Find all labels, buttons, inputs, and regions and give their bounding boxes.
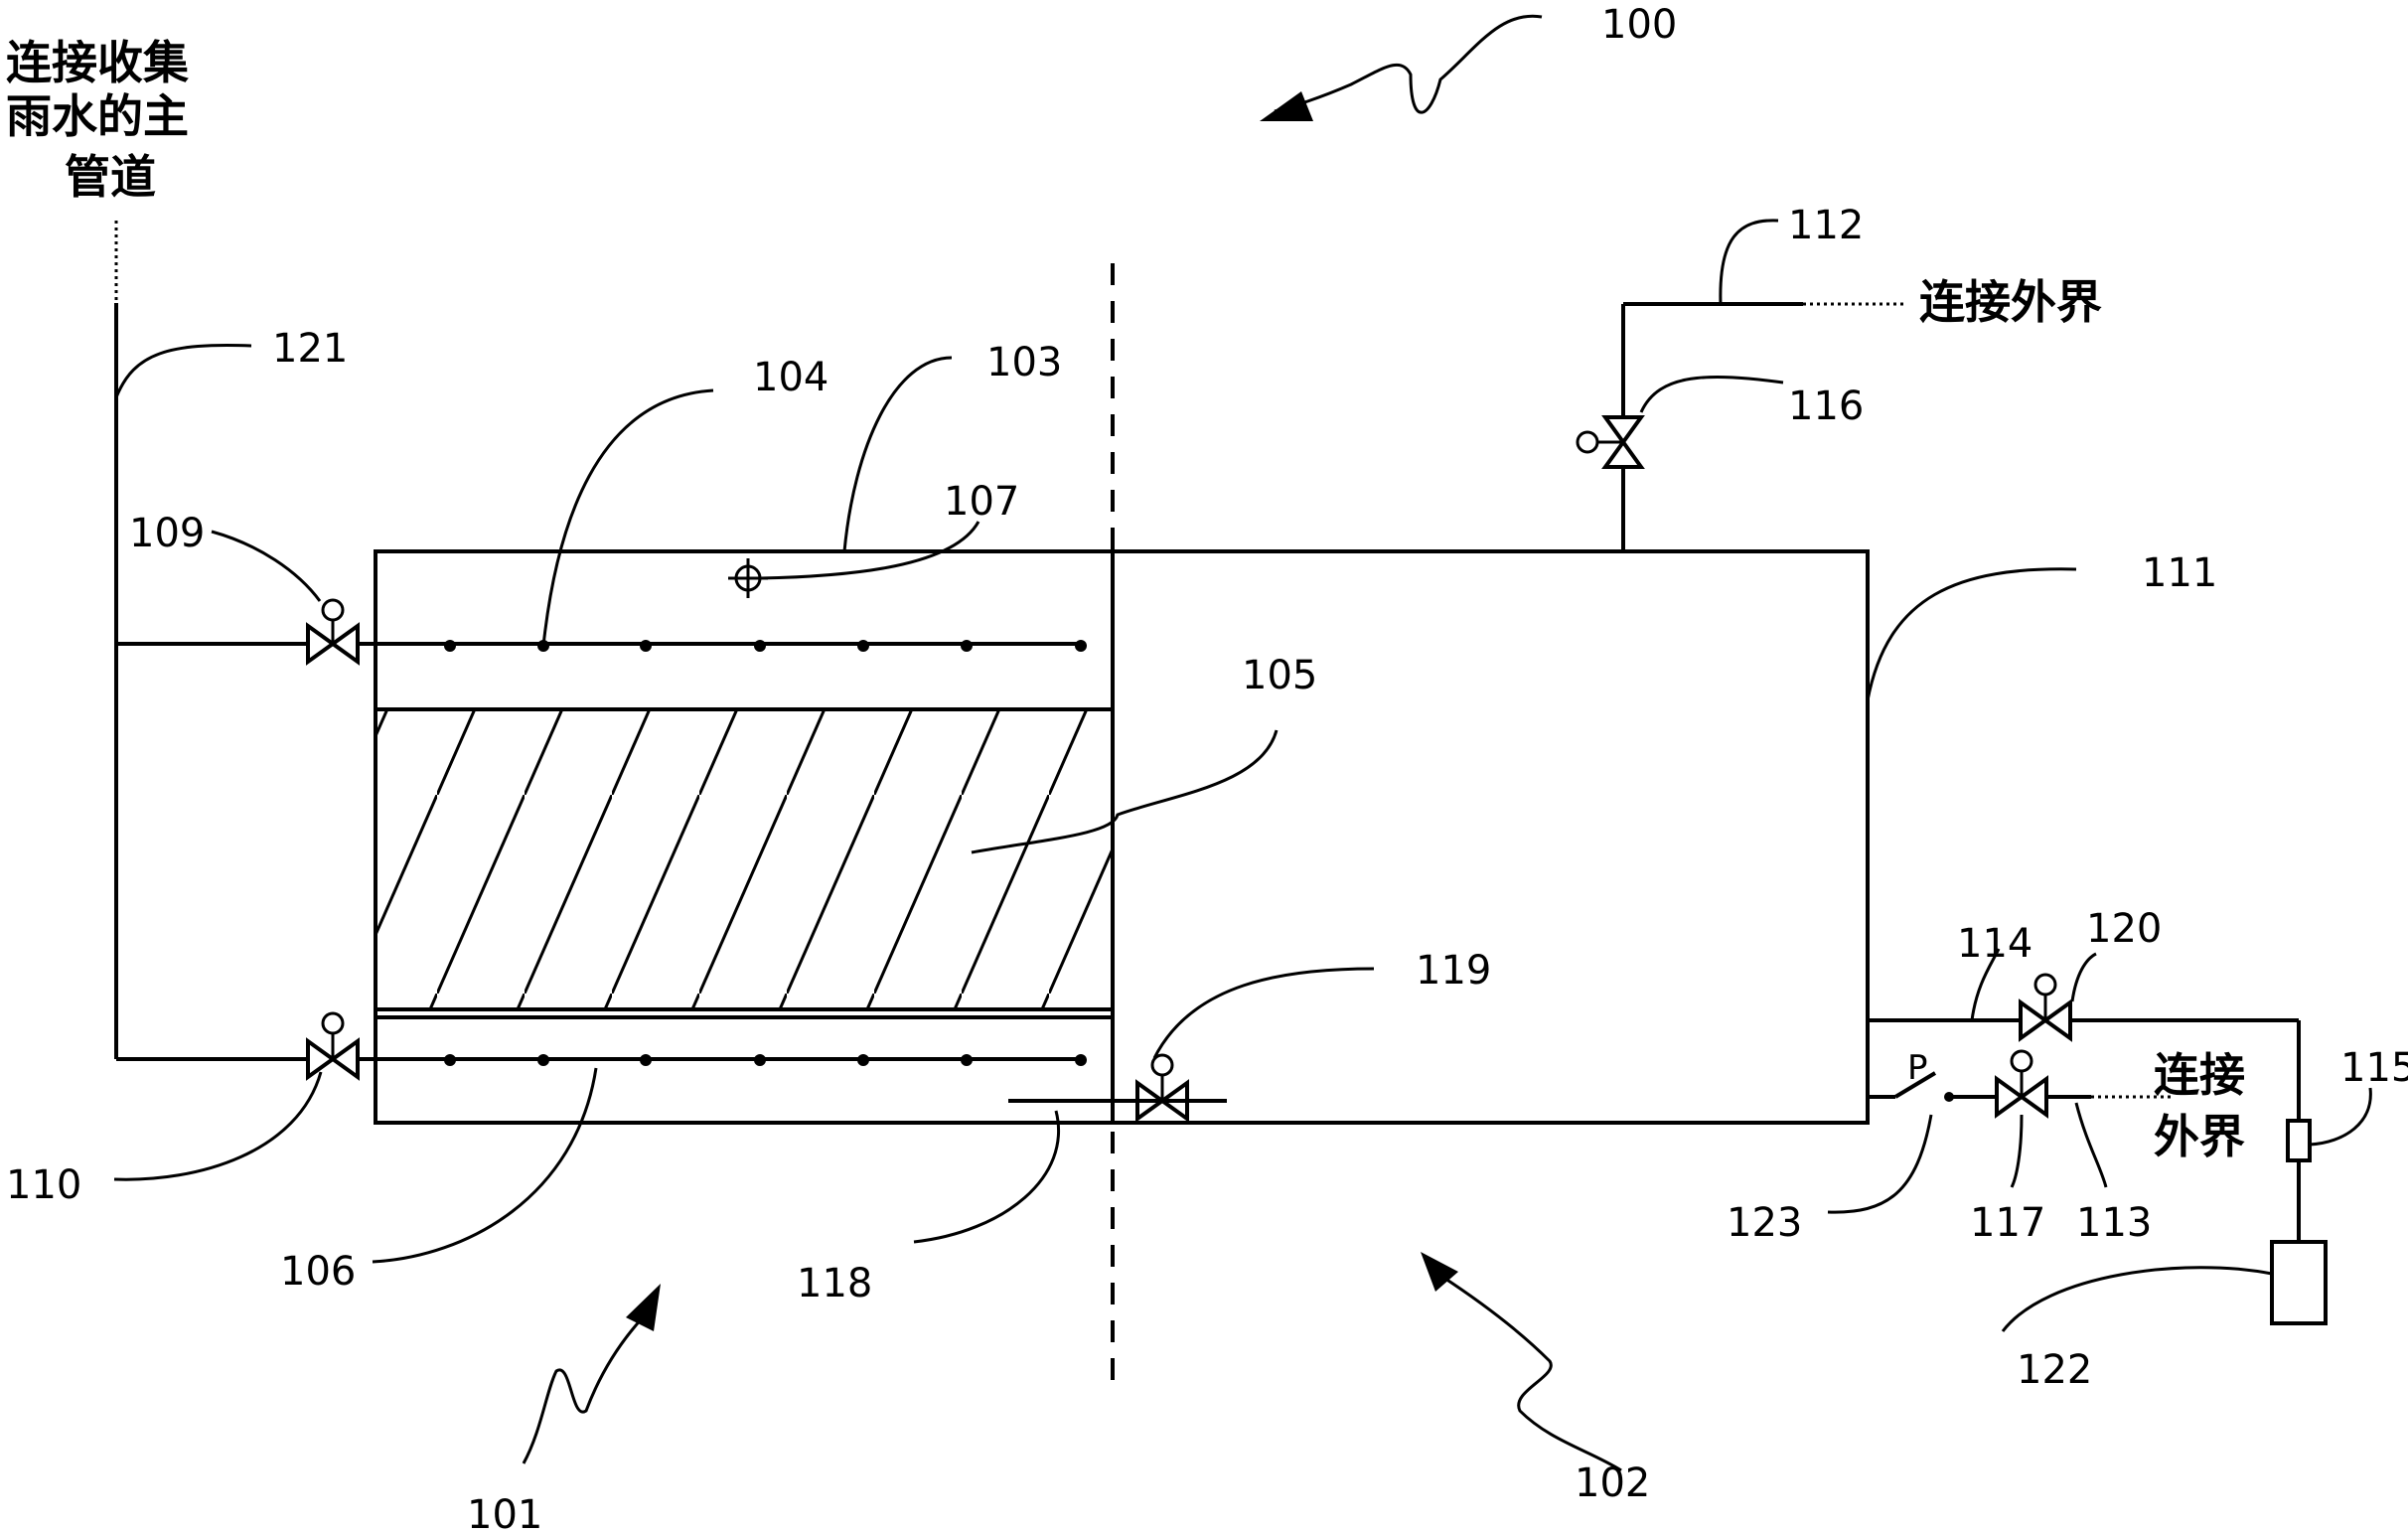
outlet-pipe-114 [1868, 973, 2328, 1325]
ref-100: 100 [1601, 2, 1677, 48]
label-pressure-switch: P [1907, 1048, 1928, 1088]
ref-102: 102 [1575, 1460, 1650, 1506]
ref-112: 112 [1788, 203, 1864, 248]
ref-118: 118 [797, 1261, 872, 1306]
label-outside-right-2: 外界 [2154, 1110, 2245, 1163]
valve-110-icon [306, 1011, 360, 1081]
vent-pipe-112 [1576, 302, 1907, 551]
label-outside-right-1: 连接 [2154, 1048, 2245, 1102]
label-main-pipe-1: 连接收集 [6, 36, 189, 89]
ref-122: 122 [2017, 1347, 2092, 1393]
outlet-pipe-113 [1868, 1049, 2171, 1119]
ref-116: 116 [1788, 384, 1864, 429]
ref-105: 105 [1242, 653, 1317, 698]
ref-117: 117 [1970, 1200, 2045, 1246]
ref-106: 106 [280, 1249, 356, 1295]
ref-120: 120 [2086, 906, 2162, 952]
filter-media [376, 707, 1113, 1019]
transfer-pipe-118 [1008, 1053, 1227, 1123]
ref-115: 115 [2340, 1045, 2408, 1091]
ref-114: 114 [1957, 921, 2032, 967]
ref-110: 110 [6, 1162, 81, 1208]
label-main-pipe-3: 管道 [65, 150, 156, 204]
upper-distribution-pipe [358, 640, 1087, 652]
lower-collection-pipe [358, 1054, 1087, 1066]
label-outside-top: 连接外界 [1919, 275, 2102, 329]
ref-101: 101 [467, 1492, 542, 1534]
ref-103: 103 [986, 340, 1062, 385]
assembly-arrows [522, 14, 1622, 1472]
ref-121: 121 [272, 326, 348, 372]
ref-119: 119 [1416, 948, 1491, 994]
ref-104: 104 [753, 355, 828, 400]
ref-107: 107 [944, 479, 1019, 525]
ref-123: 123 [1727, 1200, 1802, 1246]
ref-113: 113 [2076, 1200, 2152, 1246]
ref-111: 111 [2142, 550, 2217, 596]
label-main-pipe-2: 雨水的主 [6, 89, 189, 143]
valve-109-icon [306, 598, 360, 666]
leader-lines [113, 219, 2372, 1332]
ref-109: 109 [129, 511, 205, 556]
